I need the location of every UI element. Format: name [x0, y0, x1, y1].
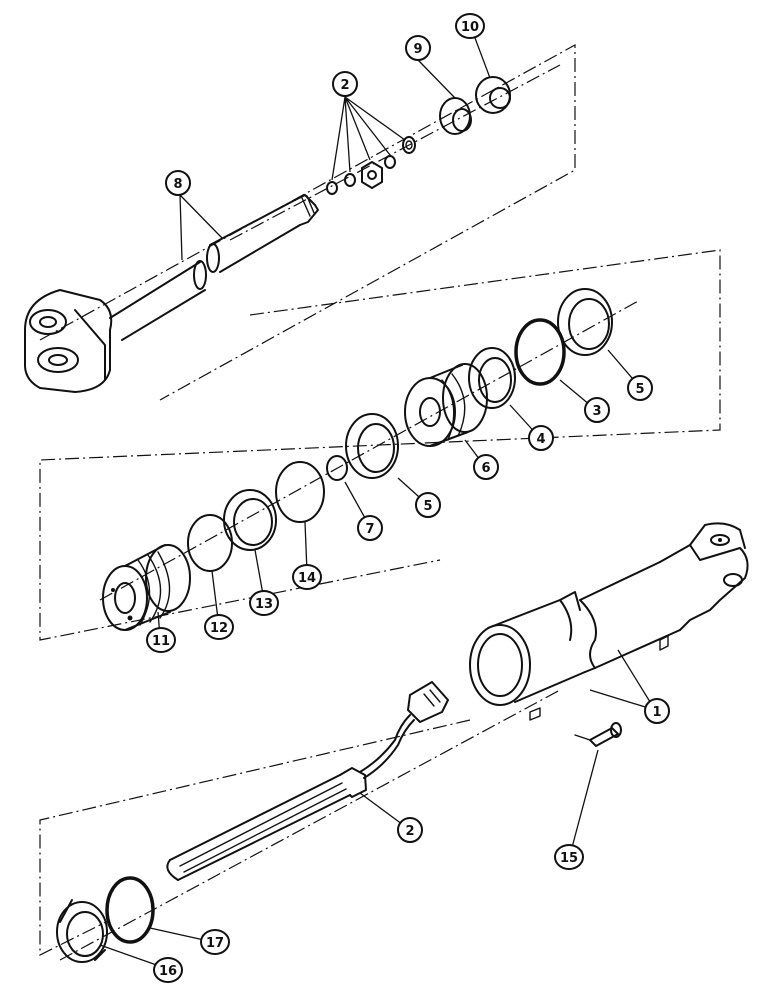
- svg-text:12: 12: [210, 621, 228, 636]
- svg-text:2: 2: [405, 824, 414, 839]
- svg-text:5: 5: [423, 499, 432, 514]
- svg-text:9: 9: [413, 42, 422, 57]
- o-ring-14-part: [275, 461, 325, 523]
- svg-text:13: 13: [255, 597, 273, 612]
- callout-11: 11: [146, 627, 176, 653]
- gland-11-part: [102, 544, 191, 631]
- svg-text:2: 2: [340, 78, 349, 93]
- nut-and-washers-part: [326, 136, 416, 195]
- callout-14: 14: [292, 564, 322, 590]
- callout-15: 15: [554, 844, 584, 870]
- svg-text:14: 14: [298, 571, 316, 586]
- ring-4-part: [468, 347, 516, 409]
- o-ring-7-part: [326, 455, 348, 481]
- wiper-16-part: [56, 899, 108, 963]
- svg-text:16: 16: [159, 964, 177, 979]
- callout-6: 6: [473, 454, 499, 480]
- piston-6-part: [404, 363, 488, 447]
- callout-3: 3: [584, 397, 610, 423]
- svg-text:10: 10: [461, 20, 479, 35]
- callout-1: 1: [644, 698, 670, 724]
- svg-text:4: 4: [536, 432, 545, 447]
- callout-5-mid: 5: [415, 492, 441, 518]
- seal-9-part: [439, 97, 472, 135]
- callout-13: 13: [249, 590, 279, 616]
- svg-text:8: 8: [173, 177, 182, 192]
- callout-2-top: 2: [332, 71, 358, 97]
- callout-2-bottom: 2: [397, 817, 423, 843]
- callout-10: 10: [455, 13, 485, 39]
- seal-5-mid-part: [345, 413, 399, 479]
- svg-text:17: 17: [206, 936, 224, 951]
- svg-text:11: 11: [152, 634, 170, 649]
- svg-text:6: 6: [481, 461, 490, 476]
- backup-ring-13-part: [223, 489, 277, 551]
- svg-text:5: 5: [635, 382, 644, 397]
- callout-8: 8: [165, 170, 191, 196]
- boundary-frames: [39, 43, 721, 956]
- leader-lines: [99, 37, 656, 969]
- callout-4: 4: [528, 425, 554, 451]
- screw-15-part: [574, 722, 622, 747]
- callout-5-right: 5: [627, 375, 653, 401]
- svg-text:15: 15: [560, 851, 578, 866]
- callout-17: 17: [200, 929, 230, 955]
- callout-9: 9: [405, 35, 431, 61]
- position-sensor-part: [166, 681, 449, 881]
- seal-17-part: [105, 876, 155, 944]
- seal-10-part: [475, 76, 511, 114]
- svg-text:7: 7: [365, 522, 374, 537]
- svg-text:1: 1: [652, 705, 661, 720]
- callout-16: 16: [153, 957, 183, 983]
- callout-7: 7: [357, 515, 383, 541]
- callout-12: 12: [204, 614, 234, 640]
- barrel-part: [469, 522, 749, 721]
- center-axis-lines: [59, 64, 641, 961]
- piston-rod-part: [24, 194, 319, 393]
- seal-5-right-part: [557, 288, 613, 356]
- o-ring-12-part: [187, 514, 233, 572]
- svg-text:3: 3: [592, 404, 601, 419]
- seal-3-part: [514, 318, 566, 386]
